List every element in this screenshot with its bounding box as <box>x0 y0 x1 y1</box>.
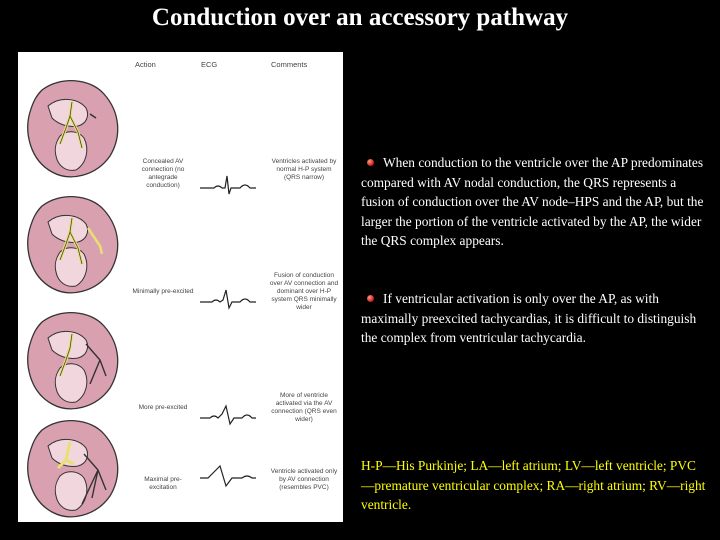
ecg-trace <box>200 289 256 310</box>
ecg-trace <box>200 404 256 426</box>
row-action-label: Maximal pre-excitation <box>144 476 182 491</box>
bullet-text: When conduction to the ventricle over th… <box>361 155 704 249</box>
bullet-icon <box>367 159 374 166</box>
heart-diagram <box>27 419 119 518</box>
figure-row-concealed: Concealed AV connection (no antegrade co… <box>18 72 343 195</box>
row-action-label: Concealed AV connection (no antegrade co… <box>141 158 185 189</box>
heart-diagram <box>27 195 119 294</box>
bullet-icon <box>367 295 374 302</box>
row-comment-label: Fusion of conduction over AV connection … <box>269 272 339 311</box>
row-comment-label: More of ventricle activated via the AV c… <box>271 392 337 423</box>
bullet-paragraph: When conduction to the ventricle over th… <box>361 153 706 251</box>
slide-title: Conduction over an accessory pathway <box>151 4 569 31</box>
heart-diagram <box>27 79 119 178</box>
heart-diagram <box>27 311 119 410</box>
bullet-paragraph: If ventricular activation is only over t… <box>361 289 706 348</box>
row-comment-label: Ventricle activated only by AV connectio… <box>270 468 338 491</box>
bullet-text: If ventricular activation is only over t… <box>361 291 697 346</box>
figure-row-more: More pre-excited More of ventricle activ… <box>18 304 343 426</box>
figure-header-action: Action <box>135 60 156 69</box>
ecg-trace <box>200 464 256 488</box>
figure-row-maximal: Maximal pre-excitation Ventricle activat… <box>18 412 343 528</box>
abbreviation-footnote: H-P—His Purkinje; LA—left atrium; LV—lef… <box>361 458 706 513</box>
row-action-label: More pre-excited <box>138 404 188 411</box>
figure-header-comments: Comments <box>271 60 308 69</box>
figure-row-minimal: Minimally pre-excited Fusion of conducti… <box>18 188 343 311</box>
ecg-trace <box>200 175 256 195</box>
conduction-figure: Action ECG Comments Concealed AV connect… <box>18 52 343 522</box>
figure-header-ecg: ECG <box>201 60 218 69</box>
row-action-label: Minimally pre-excited <box>132 288 194 295</box>
row-comment-label: Ventricles activated by normal H-P syste… <box>271 158 337 181</box>
